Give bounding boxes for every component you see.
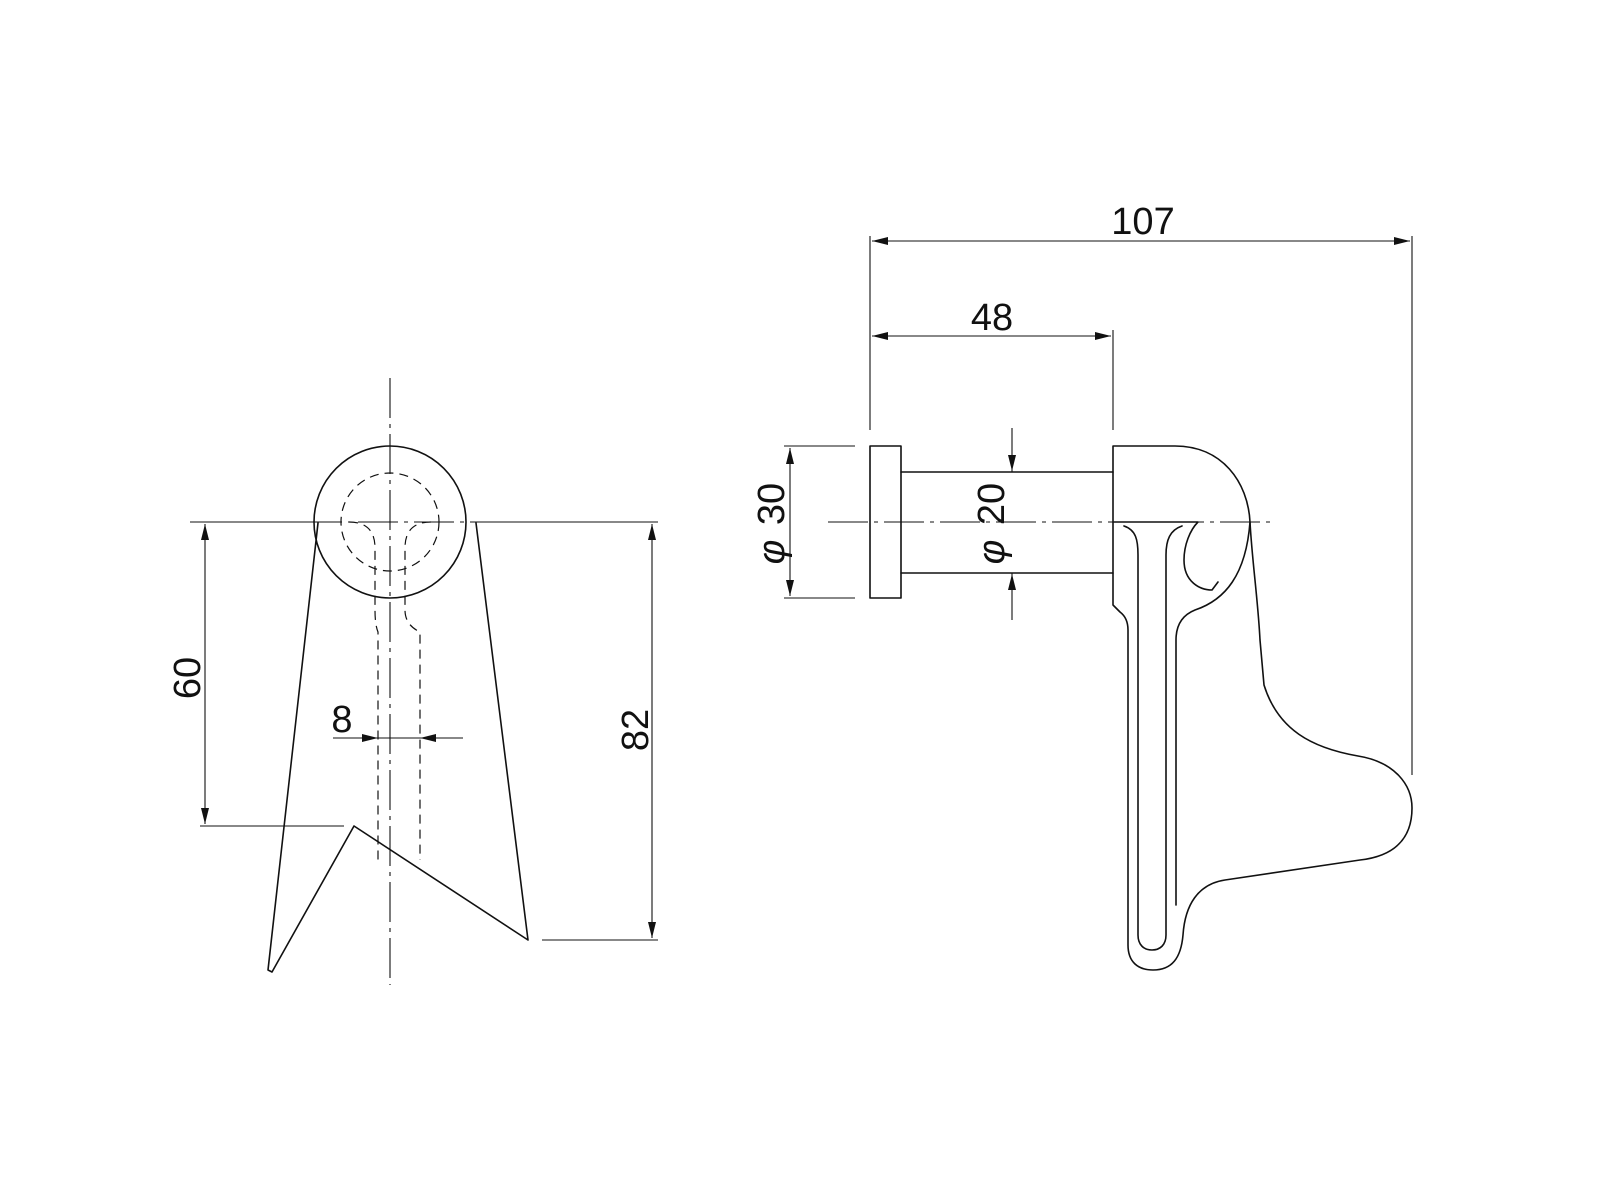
dim8-label: 8 <box>331 699 352 741</box>
dim82-label: 82 <box>615 709 657 751</box>
dim48-arrow-left <box>872 332 888 340</box>
lever-side-outline <box>1112 445 1413 971</box>
dim30-label: 30 <box>751 483 793 525</box>
dim82-arrow-bottom <box>648 922 656 938</box>
hidden-slot-right <box>404 521 432 860</box>
dim107-arrow-right <box>1394 237 1410 245</box>
dim60-label: 60 <box>167 657 209 699</box>
lever-upper-curve <box>1175 521 1251 906</box>
lever-slot-inner <box>1123 525 1183 951</box>
dim20-label-group: φ 20 <box>971 483 1013 565</box>
dim30-label-group: φ 30 <box>751 483 793 565</box>
hidden-slot-left <box>348 521 379 860</box>
dim82-arrow-top <box>648 524 656 540</box>
dim20-arrow-bottom <box>1008 574 1016 590</box>
side-view: 107 48 φ 30 φ 20 <box>751 201 1413 971</box>
dim107-arrow-left <box>872 237 888 245</box>
dim8-arrow-left <box>362 734 378 742</box>
dim30-arrow-top <box>786 448 794 464</box>
dim48-arrow-right <box>1095 332 1111 340</box>
dim60-arrow-bottom <box>201 808 209 824</box>
lever-slot-outline <box>1113 521 1219 591</box>
dim48-label: 48 <box>971 297 1013 339</box>
dim20-symbol: φ <box>971 540 1013 565</box>
hidden-bore-circle <box>340 472 440 572</box>
lever-body-outline <box>267 522 529 973</box>
dim20-arrow-top <box>1008 455 1016 471</box>
dim30-symbol: φ <box>751 540 793 565</box>
dim30-arrow-bottom <box>786 580 794 596</box>
dim20-label: 20 <box>971 483 1013 525</box>
flange <box>869 445 902 599</box>
front-view: 60 82 8 <box>167 378 658 985</box>
dim8-arrow-right <box>420 734 436 742</box>
dim60-arrow-top <box>201 524 209 540</box>
dim107-label: 107 <box>1111 201 1174 243</box>
